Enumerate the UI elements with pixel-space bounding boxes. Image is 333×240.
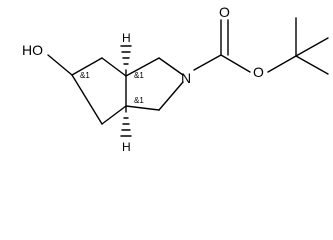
bond-c5-c1: [71, 74, 103, 125]
atom-o-ester-label: O: [253, 64, 264, 80]
atom-n-label: N: [181, 70, 191, 86]
atom-h-top-label: H: [122, 31, 131, 45]
bond-ester-o-tbu: [267, 55, 297, 73]
bond-c3-ch2-top: [125, 57, 160, 77]
atom-h-bottom-label: H: [122, 140, 131, 154]
molecule-structure-diagram: HO N O O H H &1 &1 &1: [22, 4, 329, 154]
bond-c1-c2: [71, 57, 103, 76]
atom-ho-label: HO: [22, 42, 43, 58]
bond-tbu-methyl-right: [295, 37, 329, 57]
bond-ch2-bottom-c4: [125, 105, 160, 111]
atom-o-carbonyl-label: O: [219, 4, 230, 20]
bond-carbonyl-ester-o: [220, 54, 251, 73]
bond-n-ch2-bottom: [158, 81, 184, 111]
bond-ch2-top-n: [158, 57, 184, 76]
bond-c1-oh: [47, 54, 73, 76]
hash-bond-top-h: [120, 45, 132, 77]
stereo-label-c-top: &1: [134, 71, 144, 80]
bond-tbu-methyl-down: [295, 55, 329, 75]
stereo-label-c-bottom: &1: [134, 96, 144, 105]
bond-c4-c5: [101, 105, 127, 125]
bond-c2-c3: [101, 57, 127, 77]
hash-bond-bottom-h: [120, 105, 132, 137]
bond-n-carbonyl: [193, 54, 222, 71]
stereo-label-c-oh: &1: [80, 71, 90, 80]
